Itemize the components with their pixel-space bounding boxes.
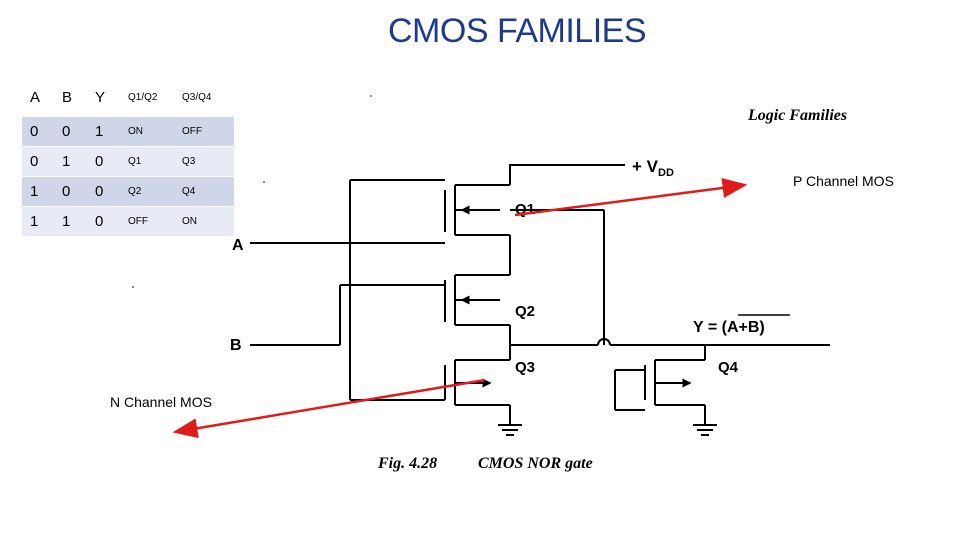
q4-label: Q4 [718,359,739,376]
page-title: CMOS FAMILIES [388,12,647,50]
p-channel-arrow [514,177,748,217]
cell-y: 0 [87,206,120,237]
circuit-wires [250,164,830,436]
cell-a: 0 [22,116,54,147]
input-a-label: A [232,237,244,254]
caption-text: CMOS NOR gate [478,455,593,472]
table-row: 1 1 0 OFF ON [22,206,234,237]
cell-y: 0 [87,176,120,207]
caption-fig: Fig. 4.28 [377,455,437,472]
stray-dot [263,181,265,183]
cell-q1q2: ON [120,116,174,147]
n-channel-label: N Channel MOS [110,394,212,410]
table-row: 1 0 0 Q2 Q4 [22,176,234,207]
stray-dot [132,286,134,288]
table-row: 0 1 0 Q1 Q3 [22,146,234,177]
vdd-plus-v: + V [632,157,659,176]
header-a: A [22,78,54,117]
cell-q3q4: Q3 [174,146,234,177]
cell-a: 1 [22,176,54,207]
cell-y: 1 [87,116,120,147]
header-y: Y [87,78,120,117]
cell-b: 1 [54,206,87,237]
table-row: 0 0 1 ON OFF [22,116,234,147]
input-b-label: B [230,337,242,354]
cell-a: 1 [22,206,54,237]
header-q3q4: Q3/Q4 [174,78,234,117]
cell-q3q4: Q4 [174,176,234,207]
cell-q1q2: Q2 [120,176,174,207]
n-channel-arrow [172,378,486,439]
cell-y: 0 [87,146,120,177]
cell-b: 0 [54,176,87,207]
vdd-label: + VDD [632,157,674,179]
header-b: B [54,78,87,117]
q2-label: Q2 [515,303,535,320]
truth-table-header-row: A B Y Q1/Q2 Q3/Q4 [22,78,234,117]
header-q1q2: Q1/Q2 [120,78,174,117]
output-expression: Y = (A+B) [693,319,765,336]
truth-table: A B Y Q1/Q2 Q3/Q4 0 0 1 ON OFF 0 1 0 Q1 … [22,78,234,237]
vdd-subscript: DD [658,167,674,179]
cell-b: 1 [54,146,87,177]
cell-q1q2: OFF [120,206,174,237]
cell-a: 0 [22,146,54,177]
p-channel-label: P Channel MOS [793,173,894,189]
cell-q3q4: OFF [174,116,234,147]
cell-b: 0 [54,116,87,147]
logic-families-header: Logic Families [747,107,847,124]
stray-dot [370,95,372,97]
q3-label: Q3 [515,359,535,376]
cell-q3q4: ON [174,206,234,237]
cell-q1q2: Q1 [120,146,174,177]
